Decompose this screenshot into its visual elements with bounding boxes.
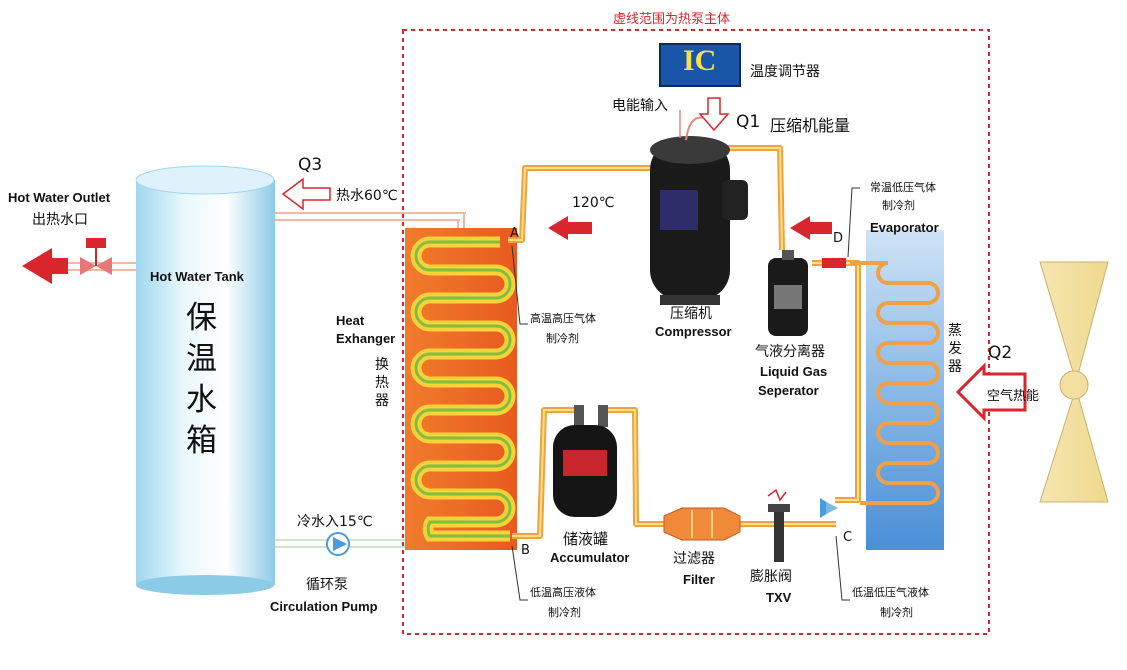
q3-label: 热水60℃ [336, 188, 398, 204]
q3-arrow-icon [281, 177, 331, 211]
state-c-line2: 制冷剂 [880, 606, 913, 619]
txv-icon [767, 488, 790, 562]
heat-pump-boundary [402, 29, 990, 635]
state-a-line2: 制冷剂 [546, 332, 579, 345]
state-b-line2: 制冷剂 [548, 606, 581, 619]
txv-en: TXV [766, 590, 792, 605]
state-a-line1: 高温高压气体 [530, 312, 596, 325]
hx-en-1: Heat [336, 313, 365, 328]
state-d-line1: 常温低压气体 [870, 181, 936, 194]
tank-en: Hot Water Tank [150, 269, 244, 284]
q2-arrow-icon [955, 362, 1027, 422]
hot-water-tank [135, 165, 275, 595]
point-d: D [833, 231, 844, 246]
pump-cn: 循环泵 [306, 577, 348, 593]
accumulator-cn: 储液罐 [563, 530, 609, 548]
evaporator-cn: 蒸发器 [948, 323, 962, 375]
accumulator-icon [553, 405, 617, 517]
fan-icon [1039, 261, 1109, 503]
cold-water-in-label: 冷水入15℃ [297, 514, 373, 530]
diagram-title: 虚线范围为热泵主体 [613, 12, 731, 27]
hx-en-2: Exhanger [336, 331, 396, 346]
evaporator-coil [850, 261, 940, 505]
filter-cn: 过滤器 [673, 551, 715, 567]
state-d-line2: 制冷剂 [882, 199, 915, 212]
q2-label: 空气热能 [987, 389, 1040, 404]
power-input-label: 电能输入 [612, 98, 668, 114]
d-junction [822, 258, 846, 268]
separator-en-1: Liquid Gas [760, 364, 828, 379]
controller-badge: IC [683, 44, 717, 77]
hot-outlet-en: Hot Water Outlet [8, 190, 111, 205]
q1-tag: Q1 [736, 112, 761, 132]
point-c: C [843, 530, 853, 545]
pump-en: Circulation Pump [270, 599, 378, 614]
q1-arrow-icon [698, 97, 730, 132]
q1-label: 压缩机能量 [770, 116, 851, 135]
outlet-valve-icon [80, 238, 112, 275]
filter-icon [663, 507, 741, 541]
filter-en: Filter [683, 572, 715, 587]
separator-en-2: Seperator [758, 383, 819, 398]
temp-120-label: 120℃ [572, 195, 615, 211]
compressor-en: Compressor [655, 324, 732, 339]
temperature-controller [659, 43, 741, 87]
q2-tag: Q2 [988, 343, 1013, 363]
controller-label: 温度调节器 [750, 64, 820, 80]
point-b: B [521, 543, 530, 558]
point-a: A [510, 226, 519, 241]
pump-icon [326, 532, 350, 556]
flow-arrow-icon [790, 216, 832, 240]
txv-cn: 膨胀阀 [750, 569, 792, 585]
separator-icon [768, 250, 808, 336]
hot-arrow-icon [548, 216, 592, 240]
compressor-cn: 压缩机 [670, 306, 712, 322]
evaporator-en: Evaporator [870, 220, 939, 235]
tank-cn: 保温水箱 [186, 300, 217, 459]
heat-exchanger-coil [414, 240, 512, 538]
outlet-arrow-icon [22, 248, 52, 284]
state-b-line1: 低温高压液体 [530, 586, 596, 599]
separator-cn: 气液分离器 [755, 344, 825, 360]
state-c-line1: 低温低压气液体 [852, 586, 929, 599]
accumulator-en: Accumulator [550, 550, 630, 565]
q3-tag: Q3 [298, 155, 323, 175]
hot-outlet-cn: 出热水口 [32, 212, 88, 228]
hx-cn: 换热器 [375, 357, 389, 409]
